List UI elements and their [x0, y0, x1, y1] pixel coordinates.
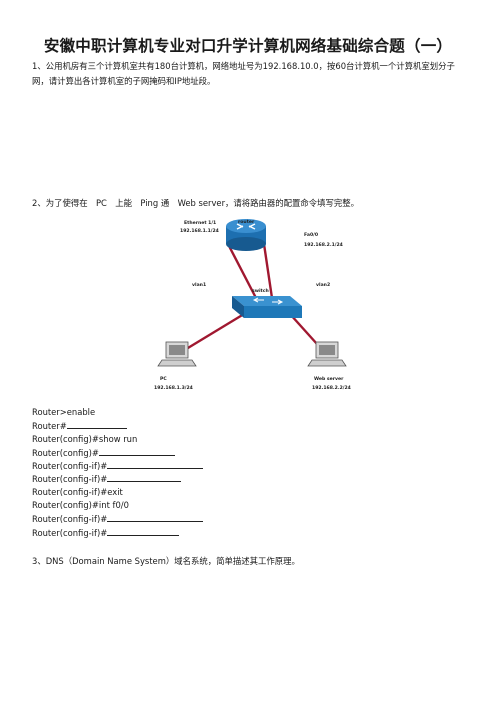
- command-line: Router(config)#show run: [32, 433, 138, 444]
- answer-blank[interactable]: [107, 512, 204, 523]
- router-label: router: [238, 219, 255, 225]
- answer-blank[interactable]: [107, 472, 182, 483]
- command-line: Router>enable: [32, 407, 96, 417]
- answer-blank[interactable]: [98, 446, 175, 456]
- command-line: Router(config-if)#exit: [32, 486, 123, 497]
- server-ip-label: 192.168.2.2/24: [312, 385, 351, 391]
- page-title: 安徽中职计算机专业对口升学计算机网络基础综合题（一）: [43, 37, 453, 55]
- question-2: 2、为了使得在 PC 上能 Ping 通 Web server，请将路由器的配置…: [32, 198, 360, 208]
- router-left-port-label: Ethernet 1/1: [184, 220, 216, 226]
- link-router-switch-right: [262, 243, 274, 299]
- command-line: Router(config-if)#: [32, 512, 204, 525]
- vlan2-label: vlan2: [316, 282, 330, 288]
- router-left-ip-label: 192.168.1.1/24: [180, 228, 219, 234]
- answer-blank[interactable]: [66, 419, 127, 430]
- vlan1-label: vlan1: [192, 282, 206, 288]
- command-line: Router#: [32, 419, 203, 432]
- question-1: 1、公用机房有三个计算机室共有180台计算机，网络地址号为192.168.10.…: [32, 61, 455, 86]
- pc-ip-label: 192.168.1.3/24: [154, 385, 193, 391]
- command-line: Router(config-if)#: [32, 526, 203, 539]
- pc-label: PC: [160, 376, 167, 382]
- link-router-switch-left: [226, 243, 258, 299]
- question-3: 3、DNS（Domain Name System）域名系统，简单描述其工作原理。: [32, 556, 300, 566]
- server-label: Web server: [314, 376, 344, 382]
- link-switch-pc: [177, 312, 245, 356]
- switch-label: switch: [252, 288, 269, 294]
- command-line: Router(config)#int f0/0: [32, 500, 129, 511]
- server-icon: [307, 341, 347, 367]
- command-line: Router(config-if)#: [32, 459, 204, 472]
- command-line: Router(config)#: [32, 446, 203, 459]
- router-icon: [226, 219, 266, 251]
- router-command-list: Router>enable Router# Router(config)#sho…: [32, 406, 204, 539]
- router-right-port-label: Fa0/0: [304, 232, 318, 238]
- command-line: Router(config-if)#: [32, 472, 203, 485]
- switch-icon: [232, 296, 302, 318]
- router-right-ip-label: 192.168.2.1/24: [304, 242, 343, 248]
- pc-icon: [157, 341, 197, 367]
- answer-blank[interactable]: [107, 459, 204, 470]
- answer-blank[interactable]: [107, 526, 180, 536]
- network-diagram: Ethernet 1/1 192.168.1.1/24 router Fa0/0…: [154, 219, 351, 391]
